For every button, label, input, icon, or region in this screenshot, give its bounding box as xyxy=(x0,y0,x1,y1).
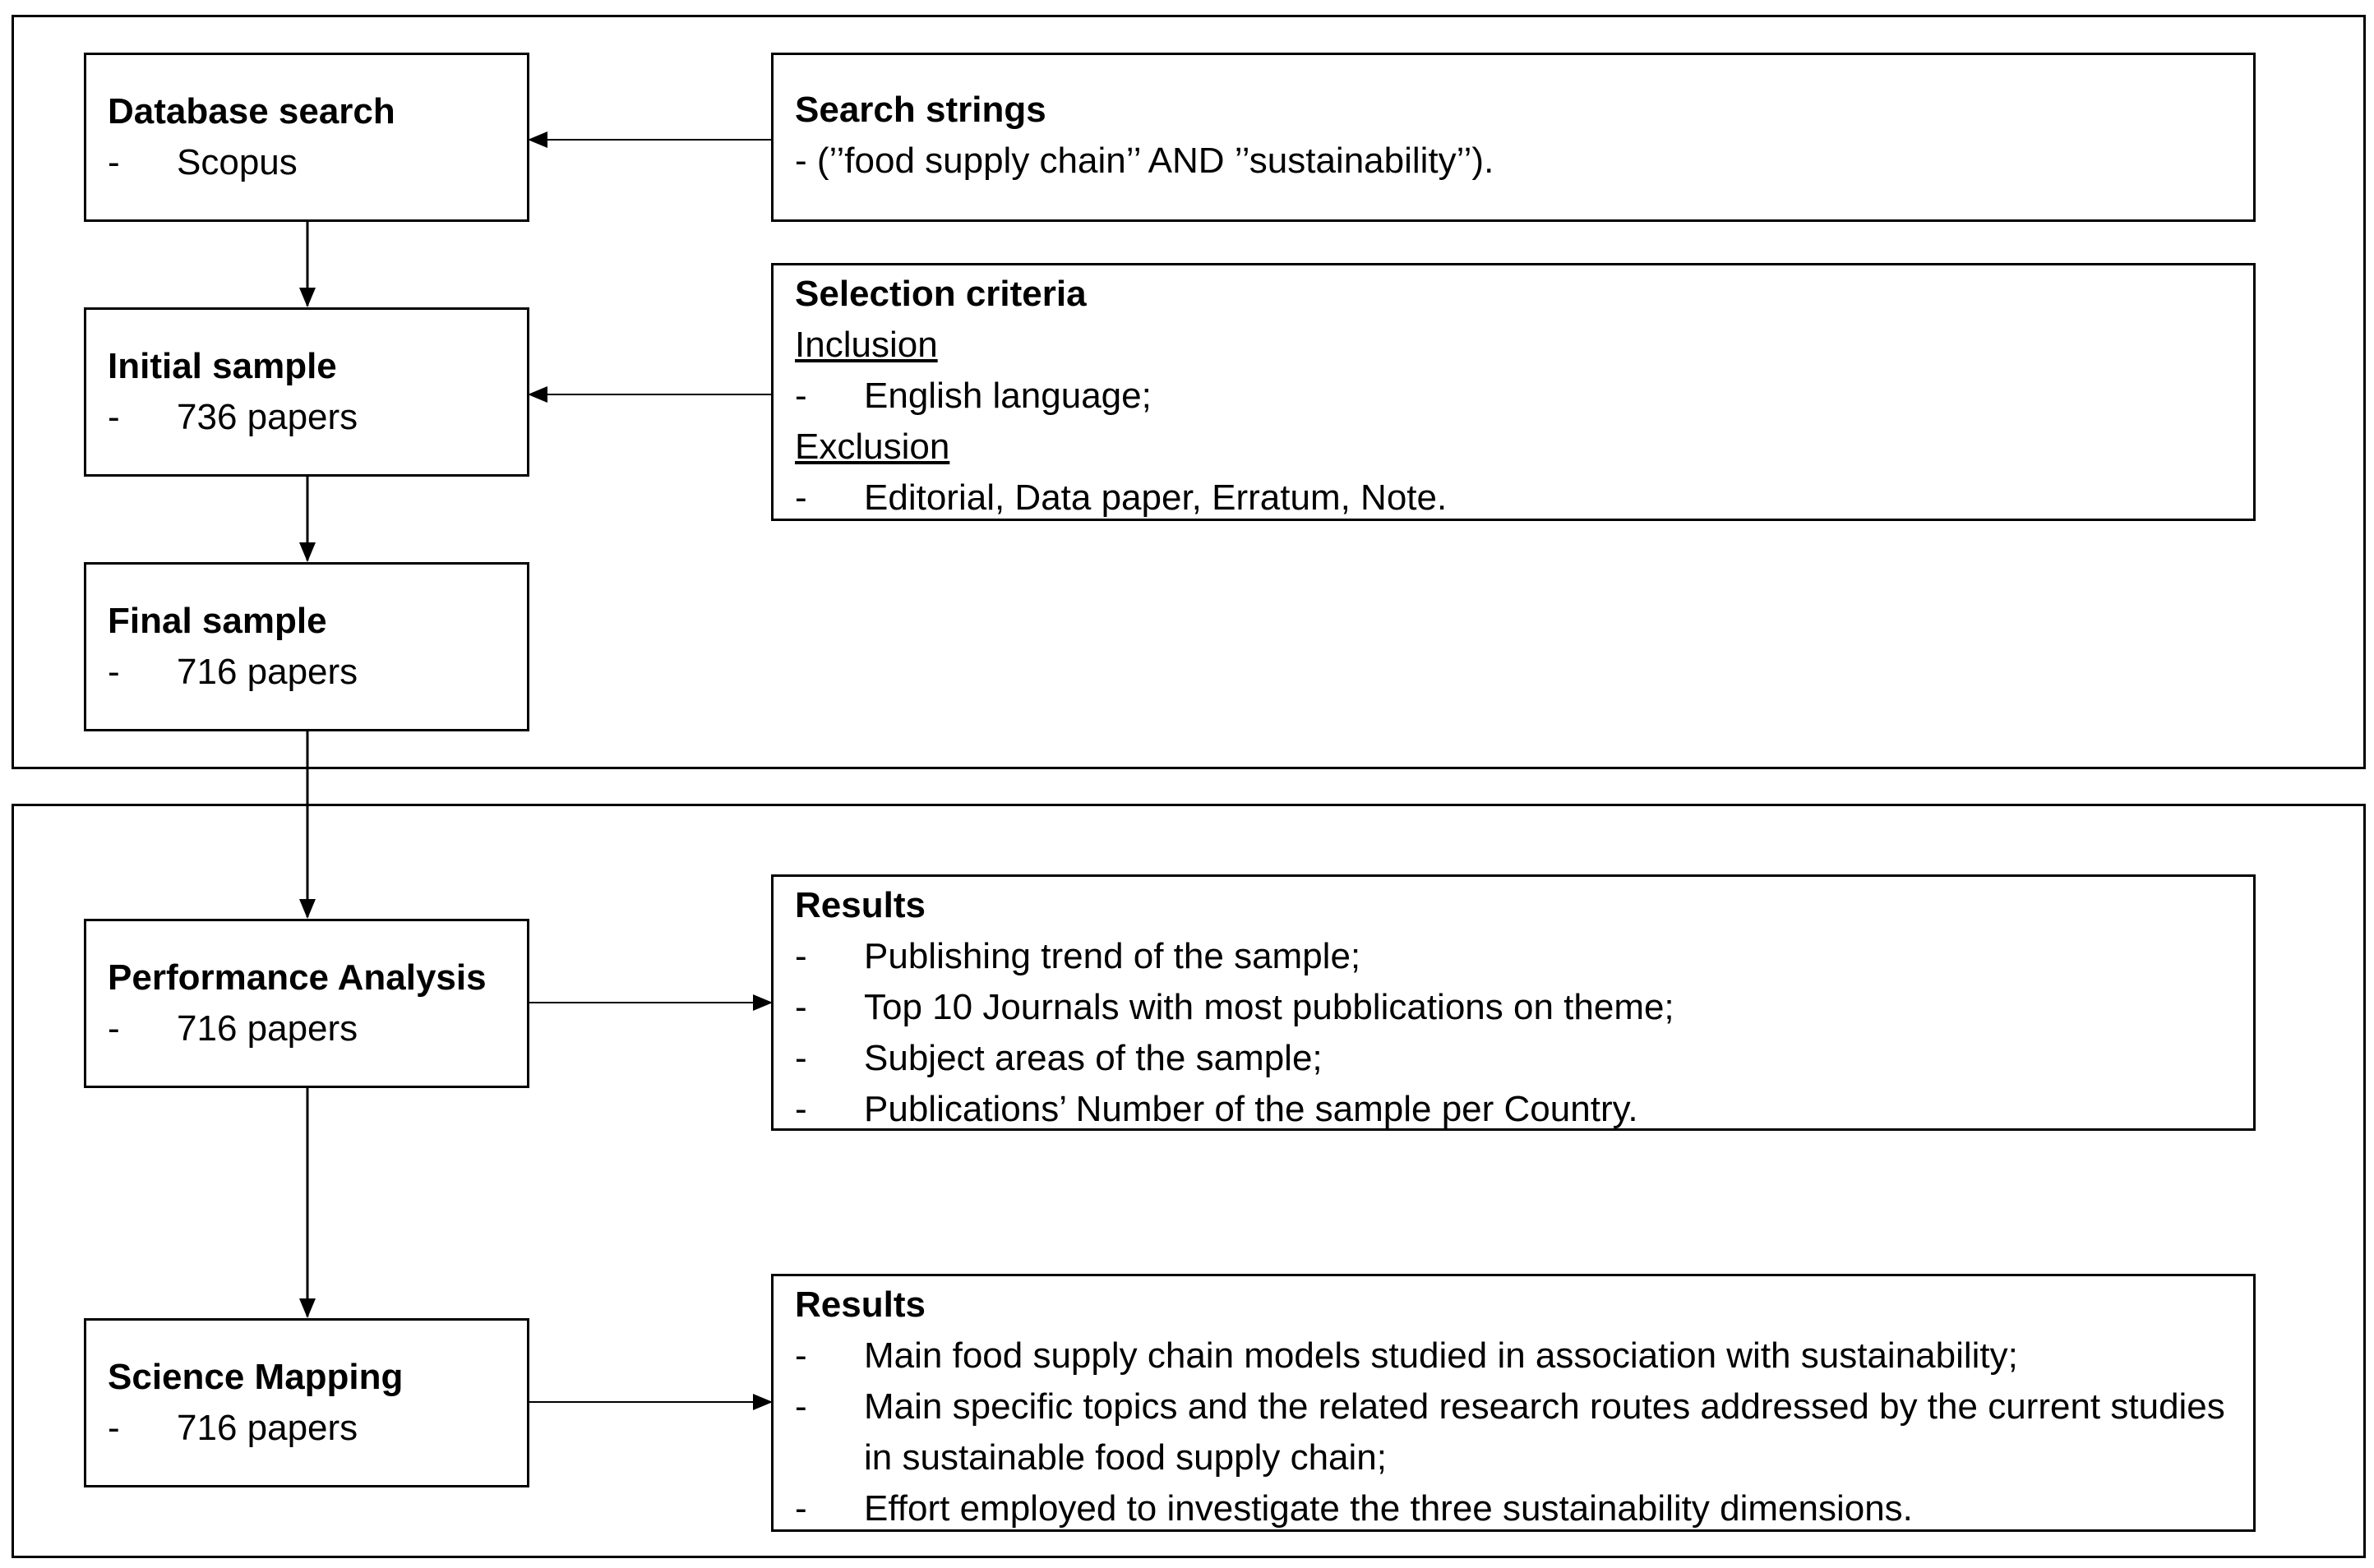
performance-result-item: Publications’ Number of the sample per C… xyxy=(864,1089,1638,1129)
dash: - xyxy=(795,1038,807,1078)
dash: - xyxy=(108,652,120,692)
selection-criteria-title: Selection criteria xyxy=(795,274,1087,314)
dash: - xyxy=(795,477,807,518)
science-results-box: Results - Main food supply chain models s… xyxy=(771,1274,2256,1532)
top-section-frame xyxy=(12,15,2366,769)
database-search-box: Database search - Scopus xyxy=(84,53,529,222)
database-search-title: Database search xyxy=(108,91,395,131)
dash: - xyxy=(108,142,120,182)
initial-sample-item: 736 papers xyxy=(177,397,358,437)
performance-result-item: Publishing trend of the sample; xyxy=(864,936,1361,976)
final-sample-box: Final sample - 716 papers xyxy=(84,562,529,731)
performance-analysis-box: Performance Analysis - 716 papers xyxy=(84,919,529,1088)
dash: - xyxy=(795,1089,807,1129)
dash: - xyxy=(108,1408,120,1448)
dash: - xyxy=(795,936,807,976)
science-result-item: Main specific topics and the related res… xyxy=(864,1386,2225,1478)
search-strings-text: - (’’food supply chain’’ AND ’’sustainab… xyxy=(795,141,1494,181)
performance-results-title: Results xyxy=(795,885,926,925)
initial-sample-box: Initial sample - 736 papers xyxy=(84,307,529,477)
dash: - xyxy=(795,1488,807,1529)
dash: - xyxy=(108,1008,120,1049)
search-strings-box: Search strings - (’’food supply chain’’ … xyxy=(771,53,2256,222)
exclusion-item: Editorial, Data paper, Erratum, Note. xyxy=(864,477,1448,518)
search-strings-title: Search strings xyxy=(795,90,1046,130)
selection-criteria-box: Selection criteria Inclusion - English la… xyxy=(771,263,2256,521)
initial-sample-title: Initial sample xyxy=(108,346,337,386)
dash: - xyxy=(108,397,120,437)
bottom-section-frame xyxy=(12,804,2366,1558)
science-results-title: Results xyxy=(795,1284,926,1325)
performance-analysis-title: Performance Analysis xyxy=(108,957,487,998)
inclusion-label: Inclusion xyxy=(795,325,938,365)
exclusion-label: Exclusion xyxy=(795,427,950,467)
performance-result-item: Subject areas of the sample; xyxy=(864,1038,1323,1078)
dash: - xyxy=(795,376,807,416)
performance-analysis-item: 716 papers xyxy=(177,1008,358,1049)
dash: - xyxy=(795,1335,807,1376)
performance-result-item: Top 10 Journals with most pubblications … xyxy=(864,987,1674,1027)
performance-results-box: Results - Publishing trend of the sample;… xyxy=(771,874,2256,1131)
dash: - xyxy=(795,1386,807,1427)
final-sample-title: Final sample xyxy=(108,601,327,641)
science-mapping-box: Science Mapping - 716 papers xyxy=(84,1318,529,1487)
final-sample-item: 716 papers xyxy=(177,652,358,692)
database-search-item: Scopus xyxy=(177,142,298,182)
science-result-item: Main food supply chain models studied in… xyxy=(864,1335,2018,1376)
dash: - xyxy=(795,987,807,1027)
inclusion-item: English language; xyxy=(864,376,1152,416)
science-mapping-title: Science Mapping xyxy=(108,1357,404,1397)
science-mapping-item: 716 papers xyxy=(177,1408,358,1448)
science-result-item: Effort employed to investigate the three… xyxy=(864,1488,1913,1529)
